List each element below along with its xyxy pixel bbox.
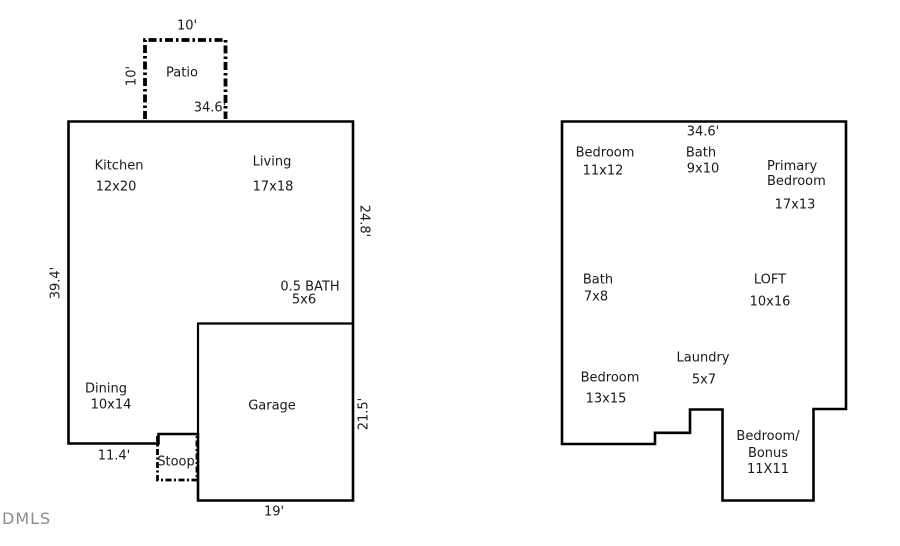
laundry-label: Laundry [676, 350, 730, 366]
floor1-garage-wall [196, 322, 353, 434]
kitchen-label: Kitchen [94, 158, 144, 174]
floor1-right-lower-dim: 21.5' [356, 397, 372, 431]
bedroom-bottom-size: 13x15 [585, 391, 627, 407]
bath-left-size: 7x8 [583, 289, 609, 305]
floor1-bottom-left-dim: 11.4' [97, 448, 131, 464]
floor2-top-width-dim: 34.6' [686, 124, 720, 140]
garage-label: Garage [248, 398, 296, 414]
garage-bottom-dim: 19' [263, 504, 285, 520]
stoop-label: Stoop [157, 454, 195, 470]
bedroom-bottom-label: Bedroom [580, 370, 640, 386]
floor1-exterior-wall [67, 120, 355, 502]
living-label: Living [252, 154, 292, 170]
half-bath-label: 0.5 BATH [280, 279, 340, 295]
laundry-size: 5x7 [691, 372, 717, 388]
patio-label: Patio [166, 65, 198, 81]
dmls-watermark: DMLS [2, 509, 52, 528]
half-bath-size: 5x6 [291, 292, 317, 308]
floor1-patio-outline [143, 38, 228, 119]
floor1-top-width-dim: 34.6' [193, 100, 227, 116]
primary-bedroom-label: Primary Bedroom [767, 159, 826, 189]
bedroom-top-label: Bedroom [575, 145, 635, 161]
kitchen-size: 12x20 [95, 179, 137, 195]
bath-top-size: 9x10 [686, 161, 720, 177]
dining-label: Dining [85, 381, 127, 397]
floor1-right-upper-dim: 24.8' [356, 204, 372, 238]
bath-left-label: Bath [582, 272, 614, 288]
dining-size: 10x14 [90, 397, 132, 413]
floor2-exterior-wall [560, 120, 848, 502]
bedroom-top-size: 11x12 [582, 163, 624, 179]
bonus-room-label: Bedroom/ Bonus 11X11 [736, 429, 800, 477]
bath-top-label: Bath [685, 145, 717, 161]
patio-depth-dim: 10' [124, 65, 140, 87]
floor1-left-dim: 39.4' [48, 266, 64, 300]
primary-bedroom-size: 17x13 [774, 197, 816, 213]
loft-label: LOFT [753, 272, 787, 288]
living-size: 17x18 [252, 179, 294, 195]
floor1-stoop-outline [156, 436, 199, 482]
patio-width-dim: 10' [176, 18, 198, 34]
loft-size: 10x16 [749, 294, 791, 310]
